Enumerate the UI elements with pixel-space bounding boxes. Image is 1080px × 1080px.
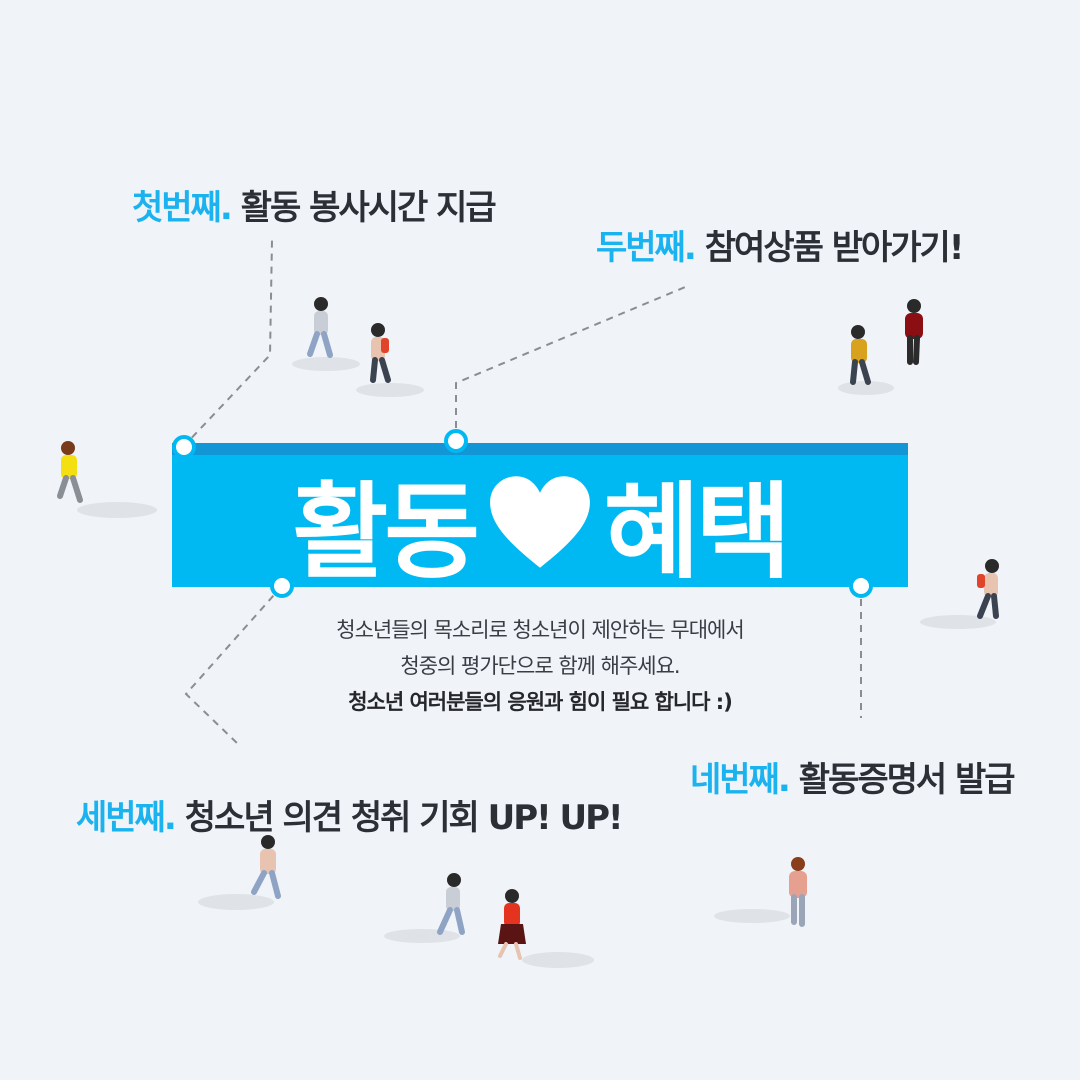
banner-title: 활동 혜택: [172, 457, 908, 593]
walking-person-illustration: [838, 325, 894, 395]
walking-person-illustration: [292, 297, 360, 371]
connector-node: [444, 429, 468, 453]
walking-person-illustration: [384, 873, 465, 943]
banner-top-stripe: [172, 443, 908, 455]
walking-person-illustration: [57, 441, 157, 518]
heart-icon: [490, 476, 590, 568]
benefit-text: 청소년 의견 청취 기회 UP! UP!: [184, 798, 624, 838]
benefit-second: 두번째.참여상품 받아가기!: [596, 220, 965, 269]
benefit-text: 참여상품 받아가기!: [704, 228, 965, 268]
connector-second: [455, 284, 691, 441]
connector-node: [270, 574, 294, 598]
walking-person-illustration: [356, 323, 424, 397]
benefit-text: 활동증명서 발급: [798, 760, 1016, 800]
walking-person-illustration: [198, 835, 281, 910]
description: 청소년들의 목소리로 청소년이 제안하는 무대에서 청중의 평가단으로 함께 해…: [240, 612, 840, 720]
connector-node: [172, 435, 196, 459]
description-emphasis: 청소년 여러분들의 응원과 힘이 필요 합니다 :): [348, 690, 733, 714]
benefit-number: 두번째.: [596, 228, 697, 268]
walking-person-illustration: [920, 559, 999, 629]
connector-first: [182, 239, 273, 448]
banner-title-right: 혜택: [604, 470, 791, 593]
connector-third: [184, 585, 283, 745]
description-line: 청중의 평가단으로 함께 해주세요.: [400, 654, 680, 678]
benefit-number: 첫번째.: [132, 188, 233, 228]
walking-person-illustration: [498, 889, 594, 968]
benefit-fourth: 네번째.활동증명서 발급: [690, 752, 1016, 801]
description-line: 청소년들의 목소리로 청소년이 제안하는 무대에서: [336, 618, 744, 642]
benefit-number: 네번째.: [690, 760, 791, 800]
title-banner: 활동 혜택: [172, 443, 908, 593]
benefit-number: 세번째.: [76, 798, 177, 838]
benefit-first: 첫번째.활동 봉사시간 지급: [132, 180, 497, 229]
banner-title-left: 활동: [292, 470, 480, 593]
benefit-text: 활동 봉사시간 지급: [240, 188, 497, 228]
connector-node: [849, 574, 873, 598]
benefit-third: 세번째.청소년 의견 청취 기회 UP! UP!: [76, 790, 624, 839]
walking-person-illustration: [905, 299, 923, 365]
walking-person-illustration: [714, 857, 807, 927]
